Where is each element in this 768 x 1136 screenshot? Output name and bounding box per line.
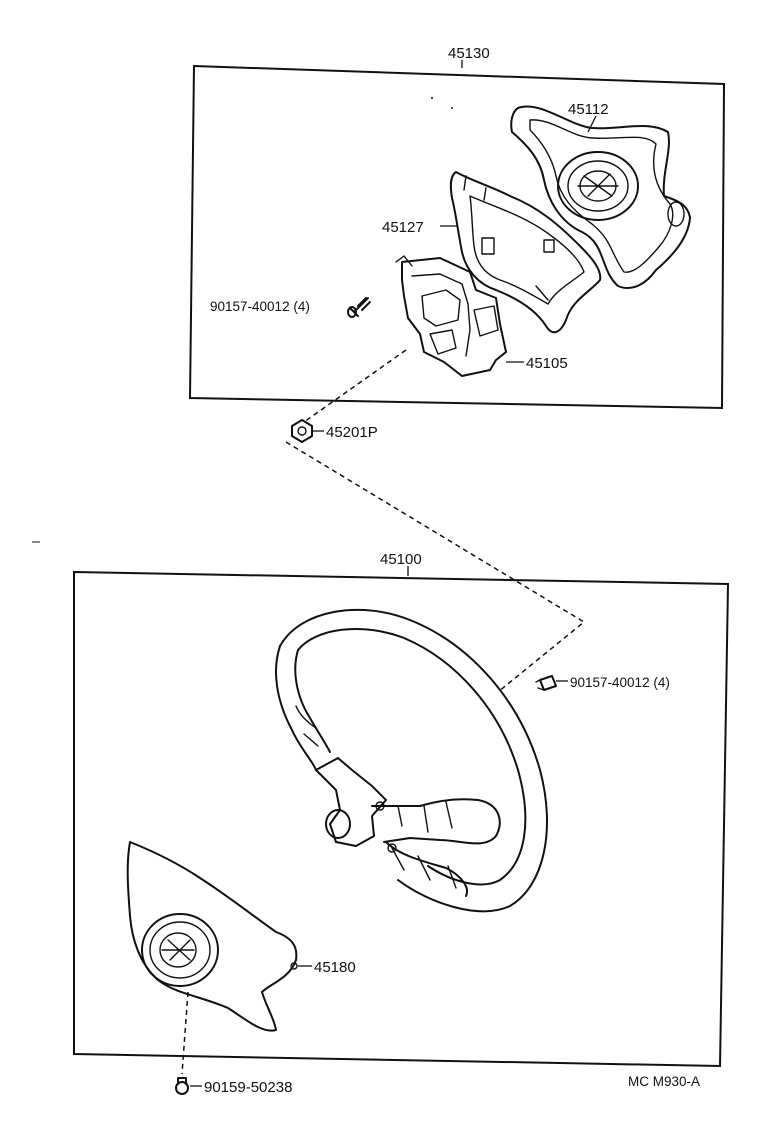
screw-upper: 90157-40012 (4)	[210, 297, 371, 318]
dashed-leader-bracket-nut	[303, 349, 407, 423]
lower-assembly-group: 45100 90157-40012 (4)	[73, 551, 730, 1068]
steering-pad-45112: 45112	[510, 101, 691, 289]
label-screw-lower-right: 90157-40012 (4)	[570, 675, 670, 690]
lower-assembly-frame	[73, 570, 730, 1068]
upper-assembly-group: 45130 45112 45127	[188, 45, 726, 410]
label-45112: 45112	[568, 101, 609, 118]
label-45180: 45180	[314, 959, 356, 976]
label-screw-upper: 90157-40012 (4)	[210, 299, 310, 314]
screw-bottom: 90159-50238	[175, 1077, 292, 1096]
label-45201p: 45201P	[326, 424, 378, 441]
label-45105: 45105	[526, 355, 568, 372]
label-45130: 45130	[448, 45, 490, 62]
dashed-leader-pad-screw	[181, 991, 189, 1075]
steering-pad-45180: 45180	[126, 841, 356, 1032]
label-45100: 45100	[380, 551, 422, 568]
insert-frame-45127: 45127	[382, 171, 602, 334]
label-screw-bottom: 90159-50238	[204, 1079, 292, 1096]
diagram-reference-code: MC M930-A	[628, 1074, 700, 1089]
nut-45201p: 45201P	[291, 419, 378, 443]
upper-assembly-frame	[188, 64, 726, 410]
steering-wheel-45100	[275, 608, 548, 913]
bracket-45105: 45105	[395, 255, 568, 377]
label-45127: 45127	[382, 219, 424, 236]
screw-lower-right: 90157-40012 (4)	[535, 675, 670, 691]
